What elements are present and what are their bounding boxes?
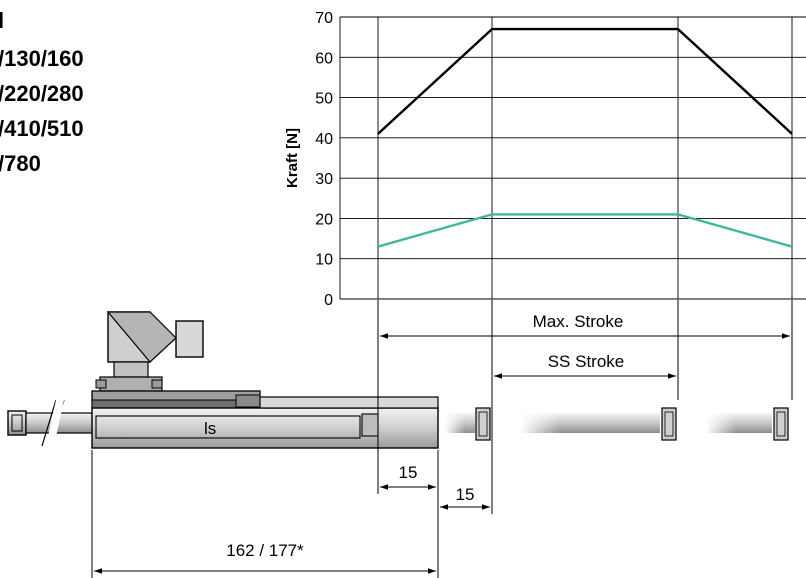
header-line-5: /780: [0, 151, 41, 176]
extended-rod: [445, 407, 789, 441]
sensor-strip: [91, 390, 261, 409]
y-tick-label: 50: [315, 91, 333, 108]
y-tick-labels: 0 10 20 30 40 50 60 70: [315, 10, 333, 309]
header-line-3: /220/280: [0, 81, 84, 106]
rod-label: ls: [204, 419, 216, 438]
y-tick-label: 10: [315, 252, 333, 269]
cylinder-body: [91, 407, 439, 449]
y-tick-label: 0: [324, 292, 333, 309]
piston-rod-left: [25, 412, 97, 434]
cylinder-top-band: [259, 396, 439, 409]
force-chart: 0 10 20 30 40 50 60 70 Kraft [N]: [284, 10, 806, 309]
dimension-labels: Max. Stroke SS Stroke 15 15 162 / 177*: [226, 312, 624, 560]
header-text: l /130/160 /220/280 /410/510 /780: [0, 8, 84, 176]
series-line-1: [377, 27, 793, 135]
piston-block: [361, 413, 379, 437]
y-tick-label: 20: [315, 211, 333, 228]
y-tick-label: 30: [315, 171, 333, 188]
total-length-label: 162 / 177*: [226, 541, 304, 560]
rod-end-left: [7, 410, 27, 436]
header-line-1: l: [0, 8, 4, 33]
break-symbol: [41, 399, 65, 447]
header-line-4: /410/510: [0, 116, 84, 141]
inner-rod: [95, 415, 361, 439]
y-tick-label: 60: [315, 50, 333, 67]
ss-stroke-label: SS Stroke: [548, 352, 625, 371]
offset-label-2: 15: [456, 485, 475, 504]
y-tick-label: 40: [315, 131, 333, 148]
y-axis-label: Kraft [N]: [284, 128, 301, 188]
max-stroke-label: Max. Stroke: [533, 312, 624, 331]
dimension-lines: [91, 300, 793, 578]
header-line-2: /130/160: [0, 46, 84, 71]
series-line-2: [377, 213, 793, 248]
cylinder-drawing: ls: [7, 311, 789, 449]
connector-housing: [95, 311, 204, 392]
chart-series: [377, 27, 793, 248]
offset-label-1: 15: [399, 463, 418, 482]
chart-grid: [339, 16, 806, 300]
y-tick-label: 70: [315, 10, 333, 27]
